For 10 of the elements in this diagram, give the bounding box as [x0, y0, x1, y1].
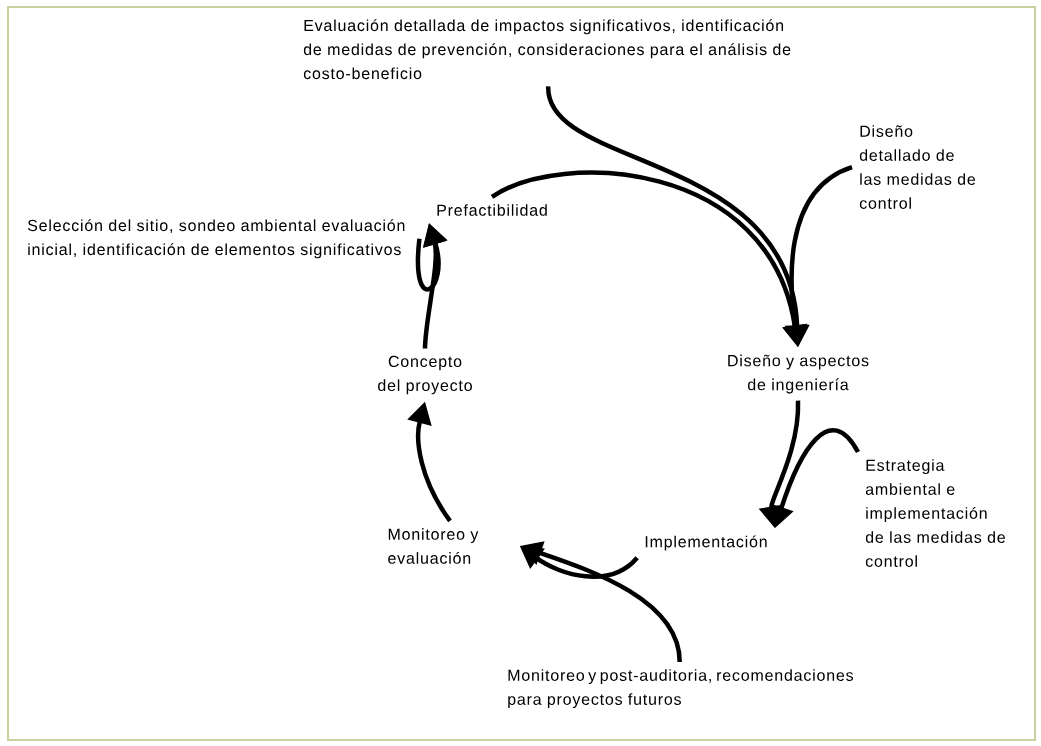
description-text: Estrategia ambiental e implementación de las medidas de control — [865, 459, 1005, 567]
step-label: Concepto del proyecto — [378, 355, 472, 395]
description-text: Monitoreo y post-auditoria, recomendaciones para proyectos futuros — [508, 669, 854, 709]
step-label: Prefactibilidad — [437, 204, 547, 216]
description-text: Selección del sitio, sondeo ambiental evaluación inicial, identificación de elementos significativos — [27, 219, 405, 259]
step-label: Implementación — [645, 535, 767, 551]
description-text: Evaluación detallada de impactos significativos, identificación de medidas de prevención, consideraciones para el análisis de costo-beneficio — [303, 19, 791, 80]
description-text: Diseño detallado de las medidas de control — [859, 125, 976, 209]
step-label: Monitoreo y evaluación — [388, 528, 479, 564]
step-label: Diseño y aspectos de ingeniería — [728, 354, 869, 394]
